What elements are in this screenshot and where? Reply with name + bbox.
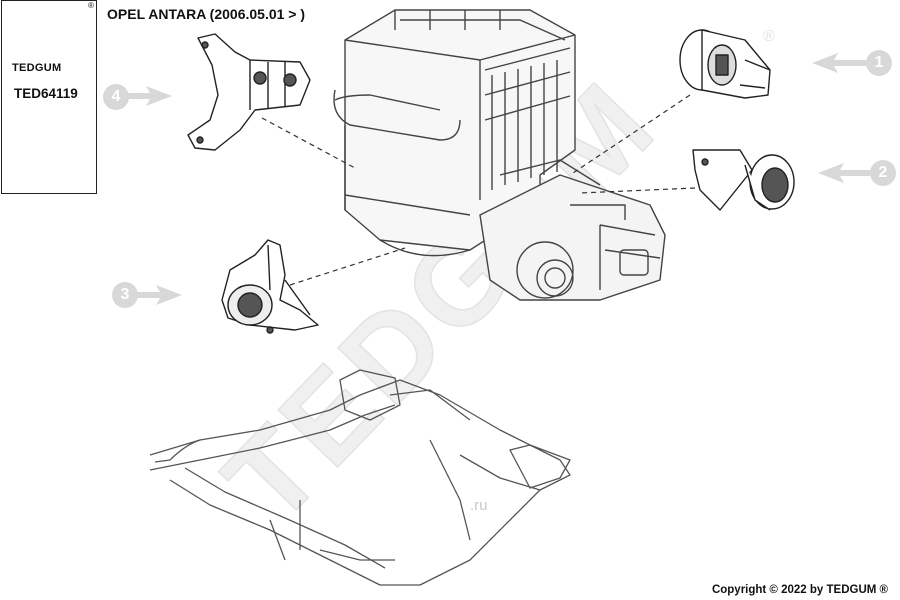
callout-4: 4 xyxy=(103,84,129,110)
mount-3-part xyxy=(221,239,319,334)
engine-illustration xyxy=(333,9,666,301)
arrow-3-icon xyxy=(136,285,182,305)
callout-arrows xyxy=(126,53,870,305)
brand-name: TEDGUM xyxy=(12,62,62,74)
callout-2: 2 xyxy=(870,160,896,186)
watermark-site-suffix: .ru xyxy=(470,497,488,514)
mount-1-part xyxy=(679,29,771,99)
brand-registered-mark: ® xyxy=(88,1,94,10)
part-number: TED64119 xyxy=(14,86,78,101)
callout-1: 1 xyxy=(866,50,892,76)
leader-line-2 xyxy=(579,187,696,194)
subframe-illustration xyxy=(149,369,571,586)
copyright-notice: Copyright © 2022 by TEDGUM ® xyxy=(711,584,888,596)
brand-panel xyxy=(1,0,97,194)
leader-line-1 xyxy=(569,94,691,176)
leader-line-3 xyxy=(289,247,406,286)
leader-line-4 xyxy=(261,117,356,169)
mount-2-part xyxy=(692,149,795,211)
mount-4-part xyxy=(187,33,311,151)
arrow-1-icon xyxy=(812,53,866,73)
arrow-4-icon xyxy=(126,86,172,106)
arrow-2-icon xyxy=(818,163,870,183)
callout-3: 3 xyxy=(112,282,138,308)
page-title: OPEL ANTARA (2006.05.01 > ) xyxy=(107,6,306,22)
leader-lines xyxy=(261,94,696,286)
watermark-registered-mark: ® xyxy=(763,28,775,45)
